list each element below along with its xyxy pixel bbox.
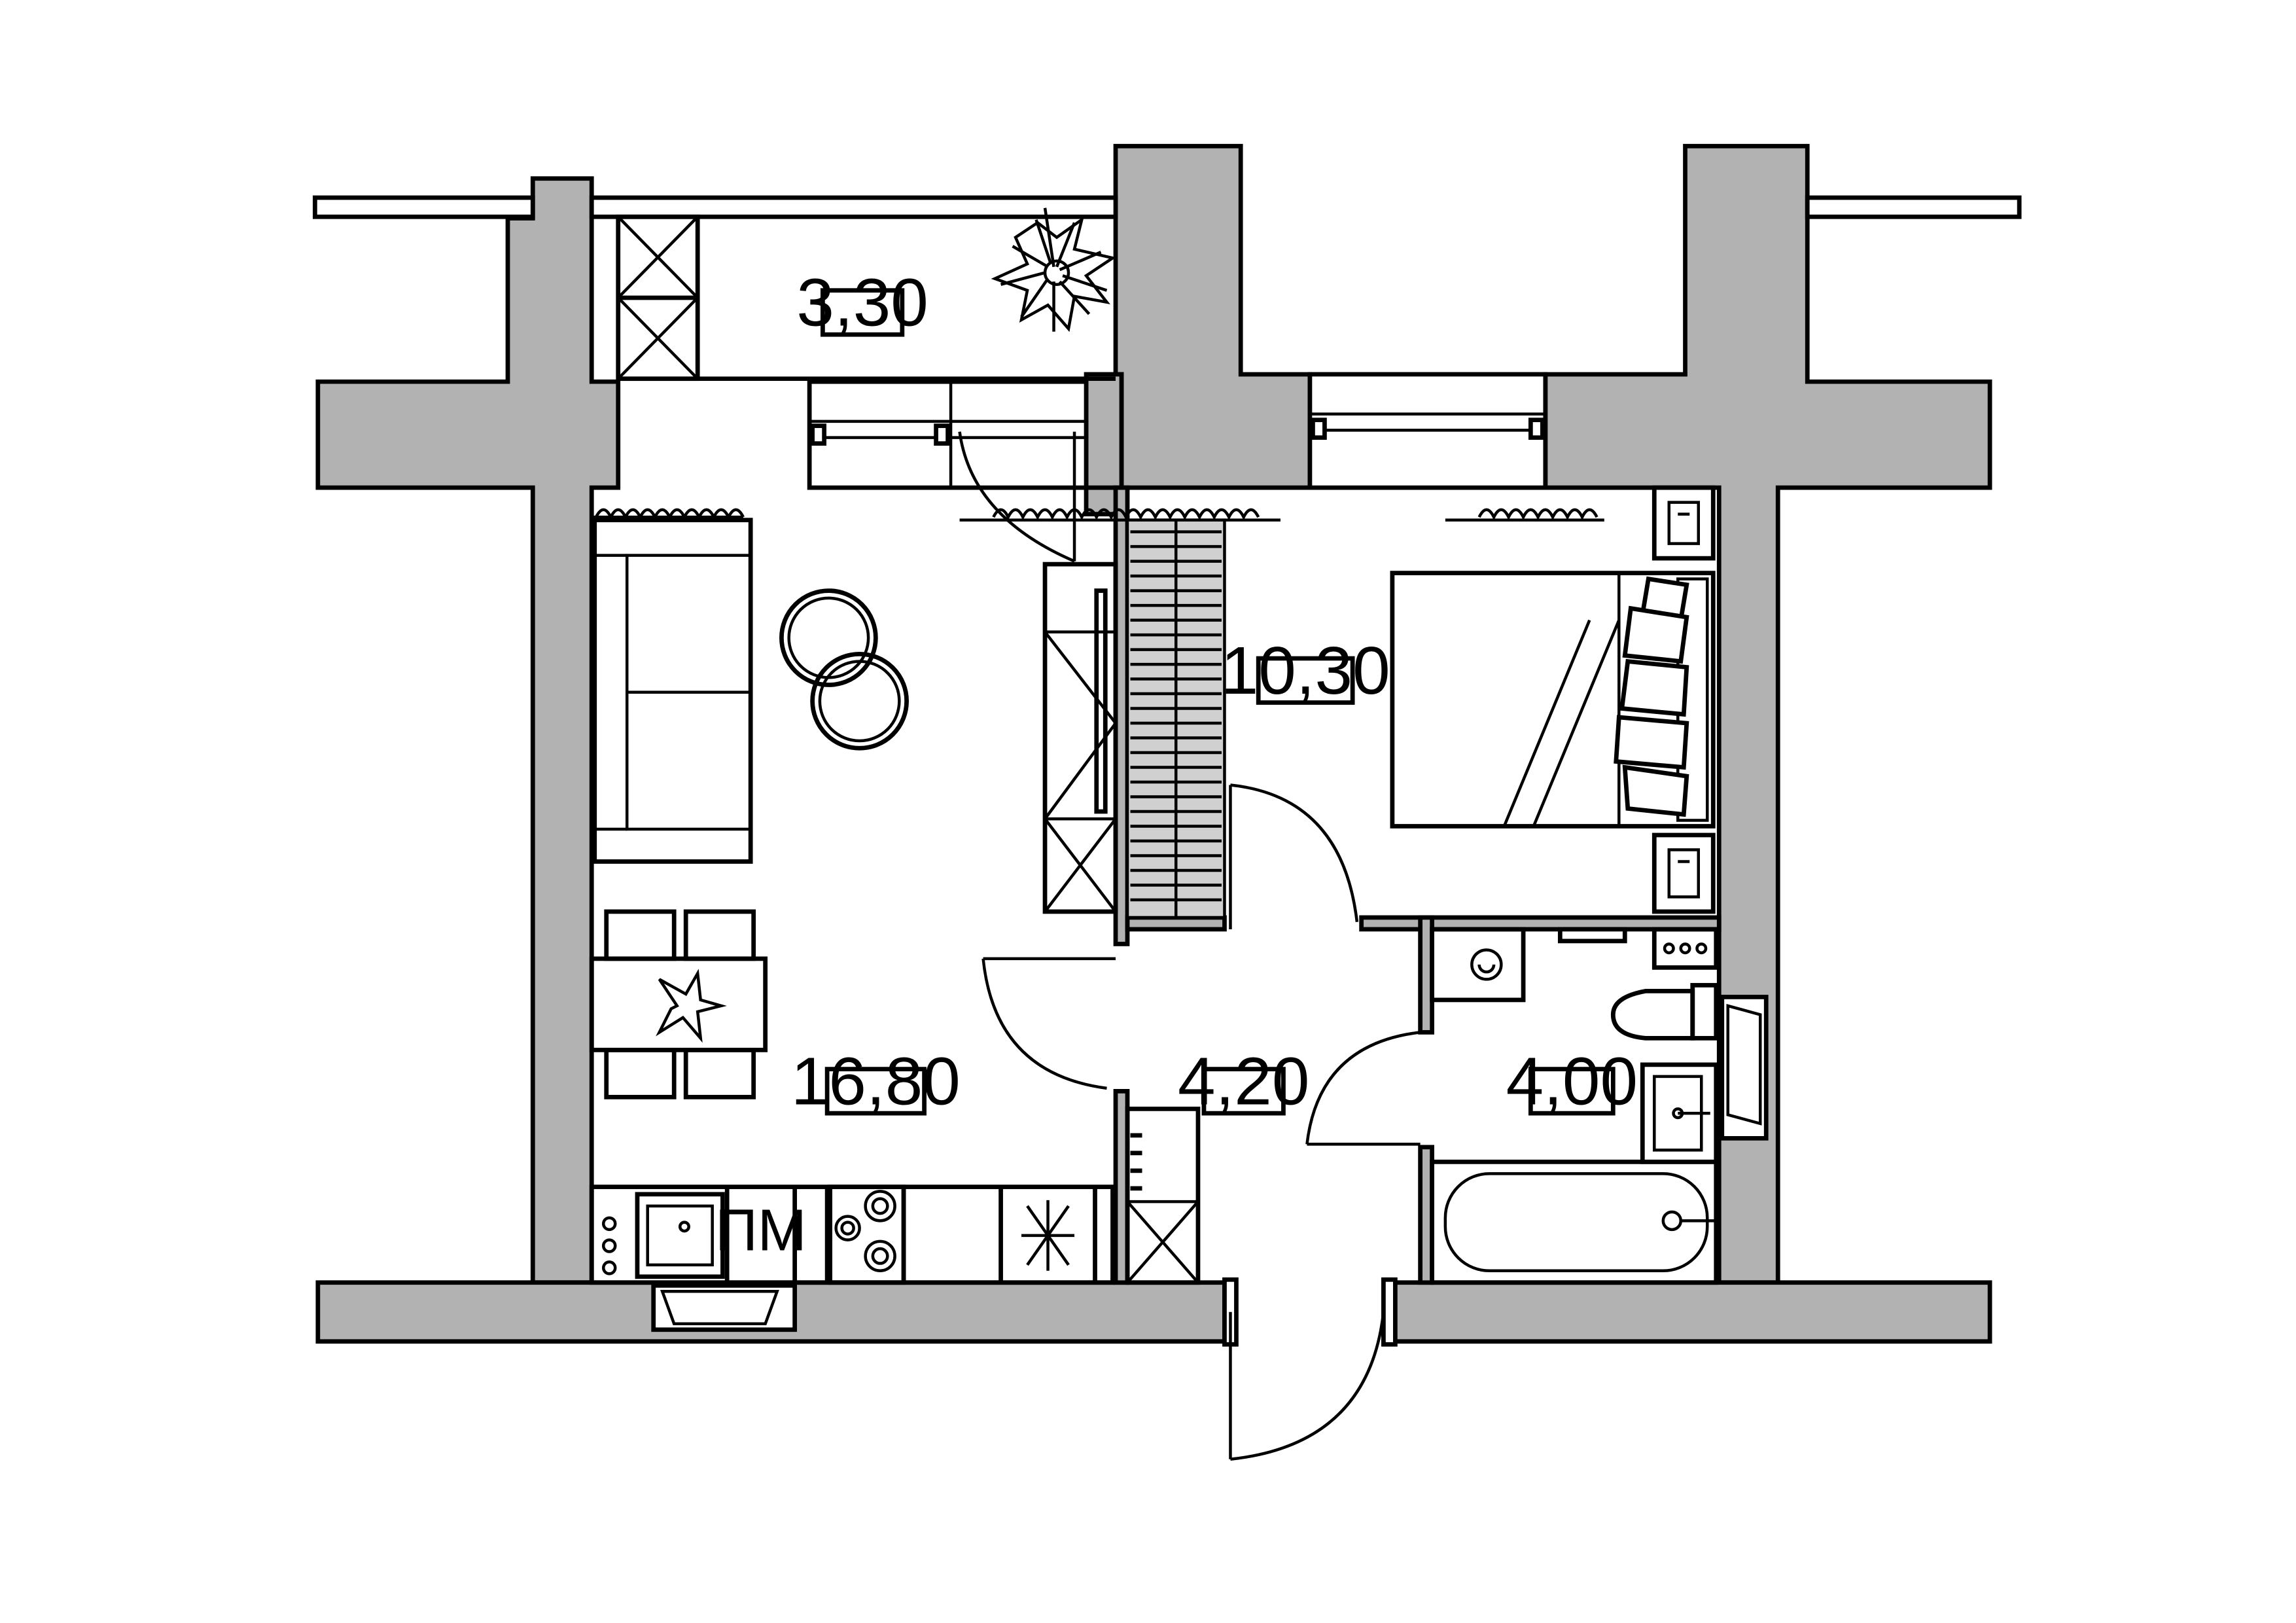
svg-text:4,20: 4,20 xyxy=(1178,1043,1309,1119)
wardrobe xyxy=(1125,518,1226,919)
sofa xyxy=(592,518,753,864)
dining-set xyxy=(589,909,768,1099)
toilet-icon xyxy=(1610,983,1719,1041)
range-hood-icon xyxy=(1021,1200,1075,1271)
area-label-bathroom: 4,00 xyxy=(1506,1043,1638,1119)
svg-text:16,80: 16,80 xyxy=(791,1043,961,1119)
nightstand-top xyxy=(1651,485,1716,561)
towel-rail xyxy=(1557,927,1627,944)
partition-closet-bottom xyxy=(1125,915,1227,932)
hall-cabinet xyxy=(1125,1106,1201,1285)
balcony-storage xyxy=(616,214,700,382)
window-bedroom xyxy=(1307,372,1548,490)
wall-bottom-right xyxy=(1390,1280,1992,1344)
area-label-balcony: 3,30 xyxy=(796,264,928,340)
washbasin-icon xyxy=(1640,1062,1719,1164)
bed xyxy=(1390,571,1716,829)
area-label-bedroom: 10,30 xyxy=(1221,632,1390,708)
window-living xyxy=(807,379,1089,490)
living-door xyxy=(981,957,1116,1090)
balcony-plant-icon xyxy=(991,207,1117,332)
bedroom-door xyxy=(1229,783,1359,929)
svg-text:4,00: 4,00 xyxy=(1506,1043,1638,1119)
entrance-door xyxy=(1222,1277,1398,1461)
bathroom-door xyxy=(1305,1031,1421,1146)
stove-icon xyxy=(828,1185,906,1285)
bathtub-icon xyxy=(1430,1159,1719,1285)
bath-shelf xyxy=(1651,927,1719,970)
wall-left-column xyxy=(315,176,621,1285)
washing-machine xyxy=(1430,927,1526,1003)
area-label-living-kitchen: 16,80 xyxy=(791,1043,961,1119)
area-label-hallway: 4,20 xyxy=(1178,1043,1309,1119)
curtains xyxy=(592,508,1604,522)
svg-text:3,30: 3,30 xyxy=(796,264,928,340)
nightstand-bottom xyxy=(1651,832,1716,914)
coffee-tables xyxy=(779,588,909,751)
kitchen-sink-icon xyxy=(601,1192,725,1279)
radiator-bathroom xyxy=(1720,995,1769,1141)
radiator-kitchen xyxy=(651,1283,798,1332)
dishwasher-label: ПМ xyxy=(715,1198,807,1263)
balcony-rails xyxy=(312,195,2022,219)
wall-top-center-stub xyxy=(1084,372,1124,490)
tv-unit xyxy=(1042,562,1118,914)
balcony-door xyxy=(958,431,1076,563)
svg-text:10,30: 10,30 xyxy=(1221,632,1390,708)
partition-bedroom-bath xyxy=(1359,915,1722,932)
